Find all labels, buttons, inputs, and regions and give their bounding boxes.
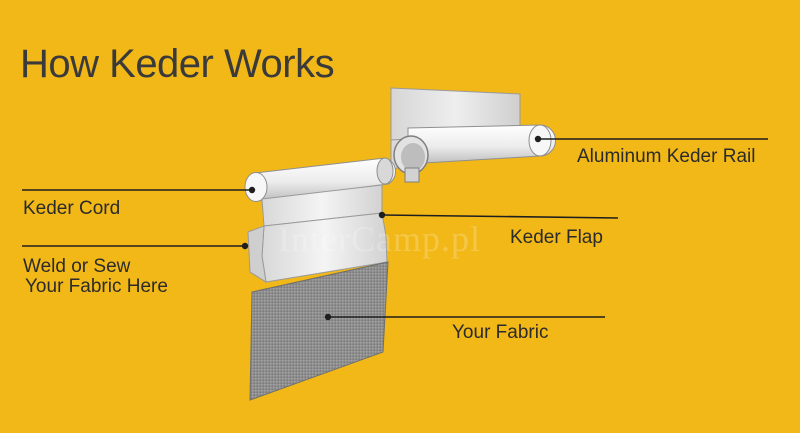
page-title: How Keder Works: [20, 42, 335, 86]
label-aluminum-keder-rail: Aluminum Keder Rail: [577, 146, 756, 167]
leader-dots: [241, 135, 542, 321]
watermark: InterCamp.pl: [278, 219, 481, 259]
label-your-fabric: Your Fabric: [452, 322, 549, 343]
label-keder-cord: Keder Cord: [23, 198, 121, 219]
keder-flap: [247, 212, 388, 284]
label-weld-or-sew-line2: Your Fabric Here: [25, 276, 168, 297]
leader-keder-flap: [381, 214, 619, 219]
label-weld-or-sew-line1: Weld or Sew: [23, 256, 131, 277]
keder-cord-assembly: [244, 157, 397, 227]
fabric-panel: [249, 261, 389, 401]
leader-lines: [22, 138, 768, 318]
label-keder-flap: Keder Flap: [510, 227, 603, 248]
aluminum-keder-rail: [390, 87, 556, 183]
label-weld-or-sew: Weld or Sew Your Fabric Here: [23, 257, 168, 297]
